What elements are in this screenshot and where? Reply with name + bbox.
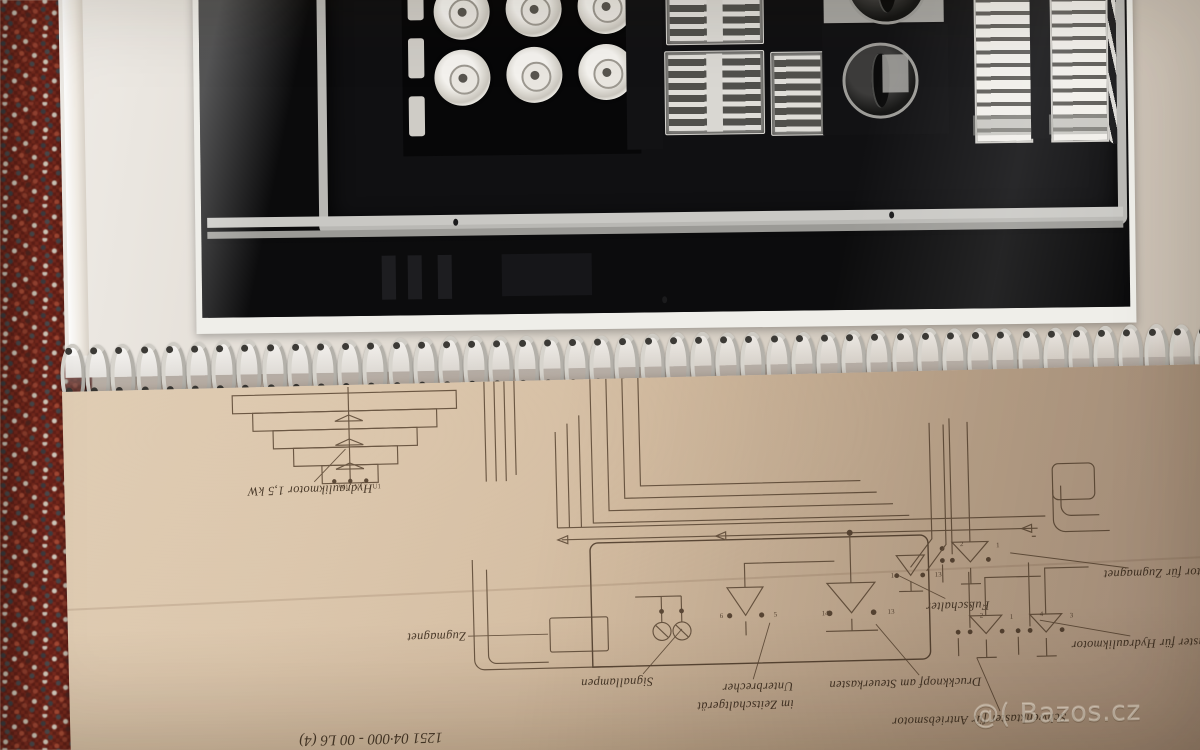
binding-hole — [770, 335, 778, 343]
binding-hole — [896, 333, 904, 341]
cabinet-lower-panel — [207, 232, 1125, 318]
screw-hole — [453, 218, 459, 226]
binding-hole — [669, 337, 677, 345]
binding-hole — [1072, 330, 1081, 338]
binding-hole — [568, 338, 577, 347]
svg-text:Druckknopf am Steuerkasten: Druckknopf am Steuerkasten — [829, 675, 982, 693]
binding-hole — [392, 342, 400, 350]
svg-text:Zugmagnet: Zugmagnet — [407, 629, 467, 644]
binding-hole — [1047, 330, 1055, 338]
binding-hole — [65, 347, 73, 355]
svg-text:Kondensator für Zugmagnet: Kondensator für Zugmagnet — [1103, 564, 1200, 582]
wiring-diagram: Leitungsplan 1251 04·000 - 00 L6 (4) Zug… — [62, 363, 1200, 750]
binding-hole — [417, 341, 425, 349]
svg-text:4: 4 — [1040, 610, 1044, 618]
photograph — [192, 0, 1137, 334]
binding-hole — [1148, 328, 1156, 336]
svg-text:2: 2 — [960, 540, 964, 548]
svg-text:V1: V1 — [354, 483, 363, 491]
svg-text:13: 13 — [888, 608, 896, 616]
binding-hole — [1173, 328, 1181, 336]
binding-hole — [140, 346, 148, 354]
screw-hole — [662, 296, 668, 304]
binding-hole — [946, 332, 955, 340]
screw-hole — [889, 211, 895, 219]
binding-hole — [443, 341, 451, 349]
svg-text:3: 3 — [1070, 611, 1074, 619]
svg-text:2: 2 — [980, 612, 984, 620]
page-shading — [62, 363, 1200, 750]
control-cabinet-bezel — [316, 0, 1128, 235]
svg-text:1: 1 — [996, 541, 1000, 549]
svg-text:1251 04·000 - 00 L6 (4): 1251 04·000 - 00 L6 (4) — [299, 729, 443, 748]
svg-text:14: 14 — [891, 572, 899, 580]
contactor-relay — [665, 0, 765, 46]
photograph-image — [198, 0, 1131, 318]
binding-hole — [694, 336, 703, 344]
binding-hole — [644, 337, 652, 345]
svg-text:6: 6 — [720, 612, 724, 620]
bazos-watermark: @( Bazos.cz — [971, 696, 1142, 731]
svg-text:im Zeitschaltgerät: im Zeitschaltgerät — [697, 697, 794, 713]
binding-hole — [165, 346, 173, 354]
contactor-relay — [664, 50, 766, 136]
control-cabinet-interior — [325, 0, 1119, 225]
binding-hole — [795, 335, 803, 343]
binding-hole — [1022, 331, 1030, 339]
ceramic-fuse — [505, 0, 562, 38]
contactor-relay — [770, 51, 826, 136]
wire-bundle — [1106, 0, 1119, 144]
svg-text:1: 1 — [1010, 613, 1014, 621]
svg-text:Hydraulikmotor 1,5 kW: Hydraulikmotor 1,5 kW — [246, 481, 373, 498]
svg-text:Schwenktaster für Hydraulikmot: Schwenktaster für Hydraulikmotor — [1071, 634, 1200, 652]
svg-text:W1: W1 — [338, 483, 349, 491]
ceramic-fuse — [433, 0, 490, 41]
binding-hole — [317, 343, 325, 351]
binding-hole — [266, 344, 274, 352]
svg-text:Schwenktaster für Antriebsmoto: Schwenktaster für Antriebsmotor — [892, 711, 1067, 729]
ceramic-fuse — [506, 46, 563, 104]
svg-text:Unterbrecher: Unterbrecher — [722, 679, 793, 695]
svg-text:U1: U1 — [372, 482, 381, 490]
binding-hole — [543, 339, 551, 347]
svg-text:Fußschalter: Fußschalter — [926, 598, 991, 614]
svg-text:5: 5 — [774, 611, 778, 619]
binding-hole — [291, 343, 299, 351]
fuse-panel — [400, 0, 642, 157]
svg-text:14: 14 — [822, 609, 830, 617]
binding-hole — [518, 339, 526, 347]
svg-text:Signallampen: Signallampen — [581, 675, 654, 691]
binding-hole — [921, 332, 929, 340]
binding-hole — [820, 334, 829, 342]
ceramic-fuse — [434, 49, 491, 107]
manual-page-lower: Leitungsplan 1251 04·000 - 00 L6 (4) Zug… — [62, 363, 1200, 750]
svg-text:13: 13 — [935, 571, 943, 579]
